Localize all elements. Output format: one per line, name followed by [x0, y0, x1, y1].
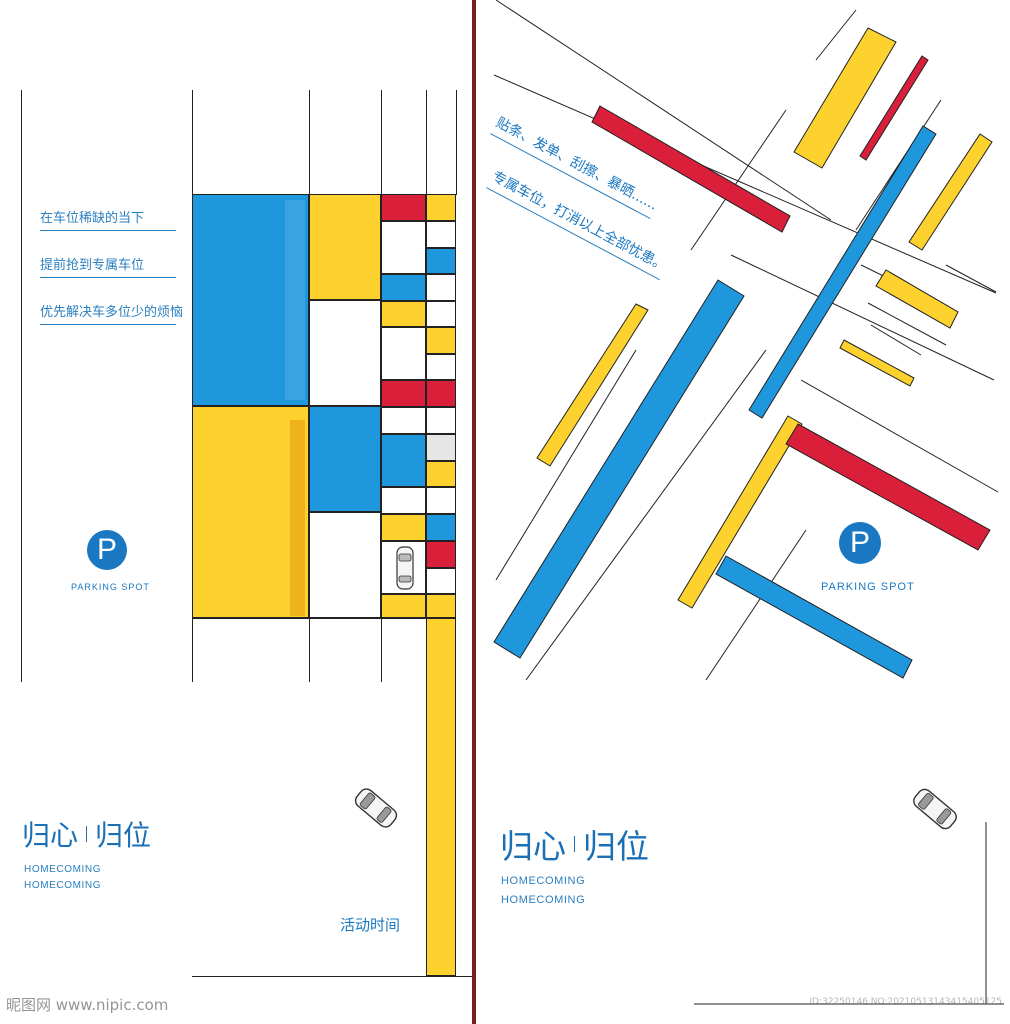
yellow-bar	[908, 133, 993, 251]
brand-title: 归心 归位	[22, 814, 151, 854]
red-cell	[381, 194, 426, 221]
yellow-bar	[536, 303, 649, 467]
yellow-bar	[839, 339, 915, 387]
horizontal-line	[192, 618, 456, 619]
diagonal-line	[705, 529, 807, 681]
empty-cell	[381, 221, 426, 274]
brand-left: 归心	[22, 819, 79, 852]
left-poster-panel: 在车位稀缺的当下 提前抢到专属车位 优先解决车多位少的烦恼 P PARKING …	[0, 0, 472, 1024]
diagonal-line	[867, 302, 947, 346]
car-icon	[906, 780, 964, 838]
english-subtitle: HOMECOMING	[24, 864, 102, 875]
blue-cell	[381, 274, 426, 301]
yellow-cell	[426, 194, 456, 221]
yellow-cell	[381, 301, 426, 327]
brand-right: 归位	[583, 827, 649, 866]
blue-cell	[426, 248, 456, 274]
diagonal-line	[945, 264, 997, 293]
parking-p-icon: P	[87, 530, 127, 570]
panel-divider	[472, 0, 476, 1024]
parking-caption: PARKING SPOT	[821, 581, 915, 593]
empty-cell	[426, 487, 456, 514]
diagonal-line	[493, 74, 997, 294]
blue-bar	[715, 555, 913, 679]
red-cell	[381, 380, 426, 407]
activity-time-label: 活动时间	[340, 916, 401, 934]
diagonal-line	[690, 109, 787, 251]
red-bar	[859, 55, 929, 161]
brand-separator	[86, 826, 88, 842]
yellow-cell	[381, 514, 426, 541]
diagonal-line	[495, 0, 832, 221]
yellow-cell	[426, 594, 456, 618]
shadow-stripe	[290, 420, 305, 616]
empty-cell	[381, 487, 426, 514]
parking-p-icon: P	[839, 522, 881, 564]
empty-cell	[426, 354, 456, 380]
diagonal-parking-graphic	[493, 0, 1004, 1005]
diagonal-line	[870, 324, 922, 356]
blue-bar	[748, 125, 937, 419]
yellow-bar	[875, 269, 959, 329]
red-cell	[426, 541, 456, 568]
vertical-line	[456, 90, 457, 195]
english-subtitle: HOMECOMING	[24, 880, 102, 891]
english-subtitle: HOMECOMING	[501, 894, 586, 906]
empty-cell	[426, 221, 456, 248]
yellow-cell	[426, 327, 456, 354]
red-bar	[591, 105, 791, 233]
blue-cell	[426, 514, 456, 541]
brand-title: 归心 归位	[500, 820, 649, 868]
id-watermark: ID:32250146 NO:20210513143415405125	[809, 997, 1003, 1007]
gray-cell	[426, 434, 456, 461]
tagline: 在车位稀缺的当下	[40, 207, 176, 231]
yellow-parking-block	[192, 406, 309, 618]
yellow-cell	[426, 461, 456, 487]
diagonal-line	[855, 99, 942, 231]
car-icon	[395, 546, 415, 590]
empty-cell	[381, 407, 426, 434]
yellow-road-strip	[426, 618, 456, 976]
yellow-bar	[793, 27, 897, 169]
blue-parking-block	[192, 194, 309, 406]
blue-bar	[493, 279, 745, 659]
yellow-parking-block	[309, 194, 381, 300]
diagonal-line	[730, 254, 995, 381]
diagonal-line	[800, 379, 999, 493]
tagline: 优先解决车多位少的烦恼	[40, 301, 183, 325]
blue-cell	[381, 434, 426, 487]
empty-cell	[426, 407, 456, 434]
red-bar	[785, 423, 991, 551]
brand-separator	[574, 836, 575, 852]
parking-caption: PARKING SPOT	[71, 582, 150, 592]
empty-cell	[426, 568, 456, 594]
english-subtitle: HOMECOMING	[501, 875, 586, 887]
shadow-stripe	[285, 200, 305, 400]
car-icon	[348, 780, 404, 836]
vertical-line	[426, 90, 427, 195]
brand-right: 归位	[95, 819, 152, 852]
brand-left: 归心	[500, 827, 566, 866]
diagonal-line	[495, 349, 637, 581]
yellow-cell	[381, 594, 426, 618]
blue-parking-block	[309, 406, 381, 512]
tagline: 提前抢到专属车位	[40, 254, 176, 278]
empty-cell	[381, 327, 426, 380]
yellow-bar	[677, 415, 803, 609]
empty-parking-cell	[309, 512, 381, 618]
empty-cell	[426, 301, 456, 327]
empty-cell	[426, 274, 456, 301]
empty-parking-cell	[309, 300, 381, 406]
horizontal-line	[192, 976, 472, 977]
site-watermark: 昵图网 www.nipic.com	[6, 996, 169, 1014]
vertical-line	[21, 90, 22, 682]
diagonal-line	[815, 9, 857, 61]
red-cell	[426, 380, 456, 407]
right-poster-panel: 贴条、发单、刮擦、暴晒...... 专属车位，打消以上全部忧患。 P PARKI…	[476, 0, 1010, 1024]
diagonal-line	[525, 349, 767, 681]
